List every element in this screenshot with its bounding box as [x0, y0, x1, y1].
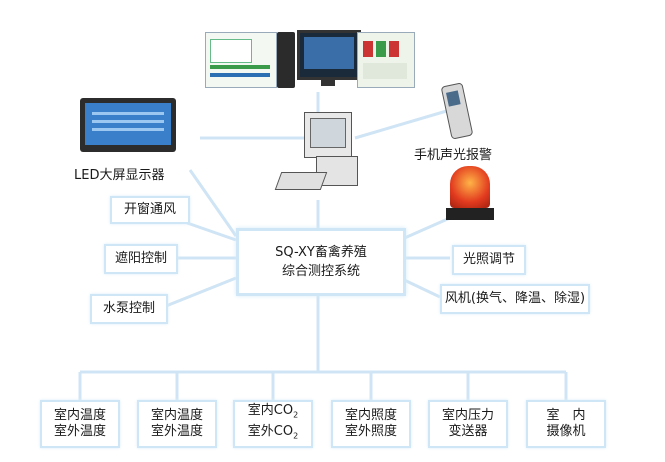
- control-light-adjust: 光照调节: [452, 245, 526, 275]
- main-monitor-icon: [297, 30, 361, 80]
- dashboard-screen-left: [205, 32, 277, 88]
- sensor-line: 室外照度: [344, 424, 397, 439]
- sensor-line: 室内温度: [53, 408, 106, 423]
- sensor-temperature-1: 室内温度 室外温度: [40, 400, 120, 448]
- system-center-box: SQ-XY畜禽养殖 综合测控系统: [236, 228, 406, 296]
- computer-icon: [274, 112, 358, 196]
- system-title-line1: SQ-XY畜禽养殖: [275, 245, 367, 260]
- control-water-pump: 水泵控制: [90, 294, 168, 324]
- sensor-line: 室内温度: [150, 408, 203, 423]
- led-screen-label: LED大屏显示器: [74, 168, 165, 183]
- sensor-line: 摄像机: [546, 424, 586, 439]
- sensor-line: 室 内: [546, 408, 586, 423]
- dashboard-screen-right: [357, 32, 415, 88]
- sensor-line: 变送器: [448, 424, 488, 439]
- monitor-cluster: [205, 28, 415, 92]
- sensor-line: 室内照度: [344, 408, 397, 423]
- pc-tower-icon: [277, 32, 295, 88]
- sensor-line: 室外CO2: [247, 424, 299, 441]
- sensor-line: 室内CO2: [247, 403, 299, 420]
- sensor-temperature-2: 室内温度 室外温度: [137, 400, 217, 448]
- sensor-line: 室外温度: [53, 424, 106, 439]
- sensor-co2: 室内CO2 室外CO2: [233, 400, 313, 448]
- control-fan: 风机(换气、降温、除湿): [440, 284, 590, 314]
- alarm-light-icon: [446, 166, 494, 222]
- sensor-pressure: 室内压力 变送器: [428, 400, 508, 448]
- sensor-camera: 室 内 摄像机: [526, 400, 606, 448]
- control-window-ventilation: 开窗通风: [110, 196, 190, 224]
- control-shading: 遮阳控制: [104, 244, 178, 274]
- system-title-line2: 综合测控系统: [281, 264, 360, 279]
- sensor-line: 室内压力: [441, 408, 494, 423]
- sensor-illuminance: 室内照度 室外照度: [331, 400, 411, 448]
- sensor-line: 室外温度: [150, 424, 203, 439]
- led-screen-icon: [80, 98, 176, 152]
- alarm-label: 手机声光报警: [414, 148, 493, 163]
